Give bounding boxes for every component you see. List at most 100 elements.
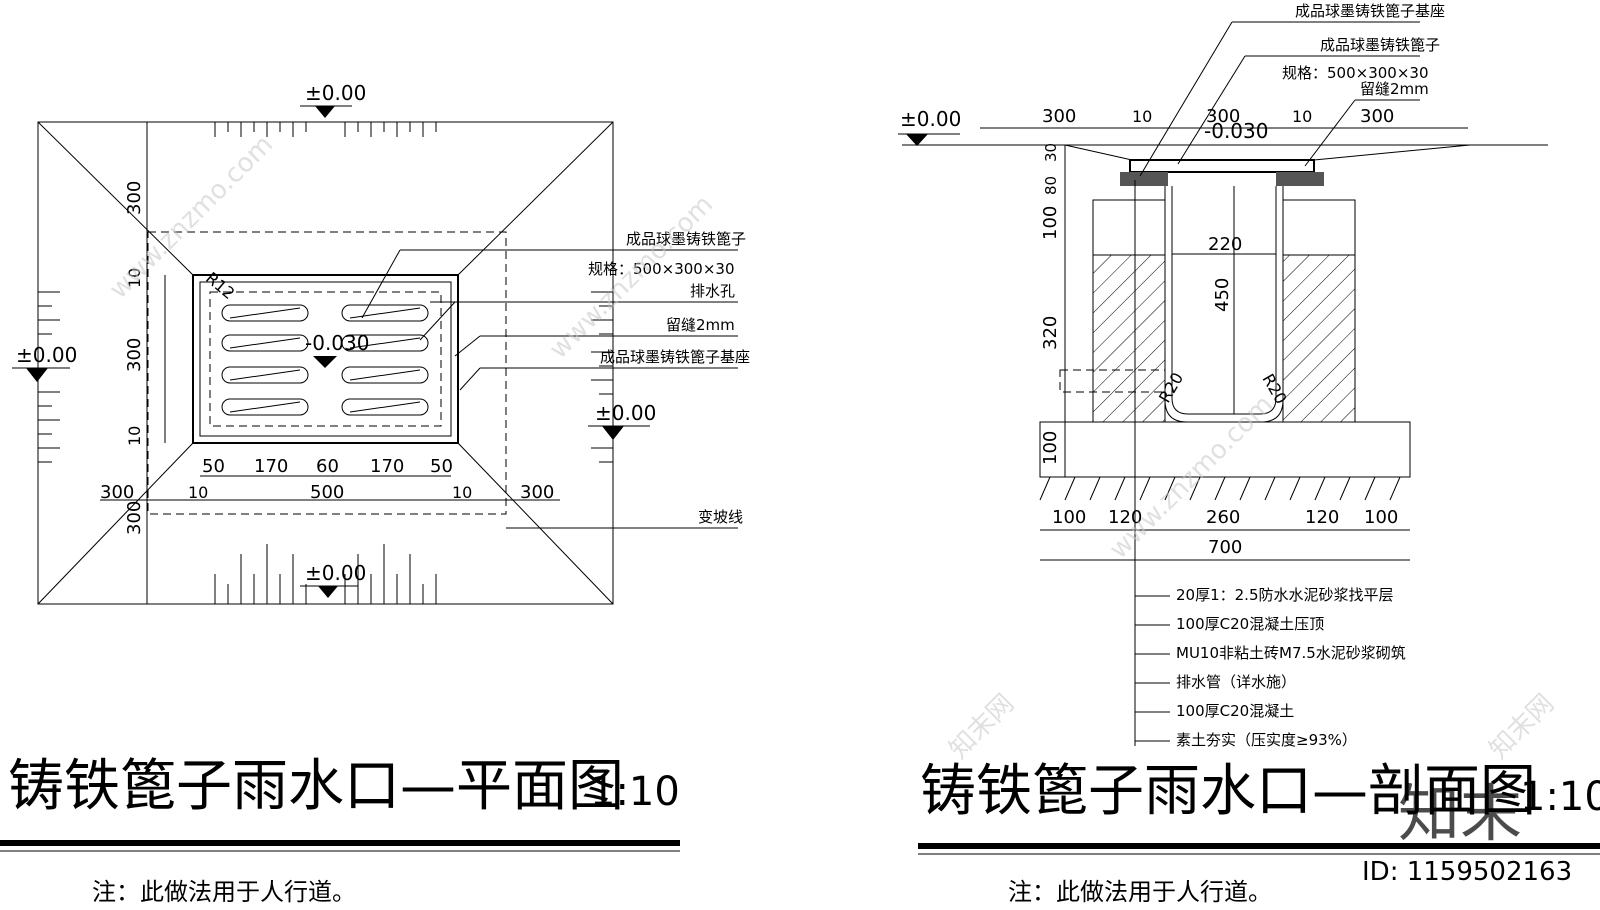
svg-text:30: 30 xyxy=(1042,143,1060,162)
svg-text:知末网: 知末网 xyxy=(944,689,1020,765)
elevation-top-label: ±0.00 xyxy=(305,81,366,105)
plan-title: 铸铁篦子雨水口—平面图 xyxy=(8,754,624,819)
section-scale: 1:10 xyxy=(1520,774,1600,820)
section-top-callouts: 成品球墨铸铁篦子基座 成品球墨铸铁篦子 规格：500×300×30 留缝2mm xyxy=(1139,2,1445,177)
svg-text:80: 80 xyxy=(1042,176,1060,195)
svg-text:120: 120 xyxy=(1108,507,1142,528)
slope-ticks-sides xyxy=(38,291,613,463)
elevation-bottom-label: ±0.00 xyxy=(305,561,366,585)
callout-section-grate: 成品球墨铸铁篦子 xyxy=(1320,36,1440,54)
svg-text:320: 320 xyxy=(1040,316,1061,350)
section-layer-labels: 20厚1：2.5防水水泥砂浆找平层 100厚C20混凝土压顶 MU10非粘土砖M… xyxy=(1135,586,1406,749)
svg-text:100: 100 xyxy=(1040,206,1061,240)
callout-section-base: 成品球墨铸铁篦子基座 xyxy=(1295,2,1445,20)
base-seat-left xyxy=(1120,172,1168,186)
elevation-marker-top: ±0.00 xyxy=(300,81,366,118)
svg-text:300: 300 xyxy=(520,482,554,503)
callout-grate: 成品球墨铸铁篦子 xyxy=(626,230,746,248)
layer-5: 100厚C20混凝土 xyxy=(1176,702,1294,720)
dim-bottom-total: 700 xyxy=(1208,537,1242,558)
plan-dims-row2: 300 10 500 10 300 xyxy=(100,482,554,503)
section-elev-center-label: -0.030 xyxy=(1204,119,1268,143)
svg-text:170: 170 xyxy=(370,456,404,477)
grate-inner-edge xyxy=(209,291,442,427)
dim-left-10-top: 10 xyxy=(125,268,144,288)
slope-ticks-top xyxy=(214,122,437,137)
dim-left-300-top: 300 xyxy=(124,181,145,215)
dim-left-300-mid: 300 xyxy=(124,338,145,372)
elevation-right-label: ±0.00 xyxy=(595,401,656,425)
dim-inner-width: 220 xyxy=(1208,234,1242,255)
slope-ticks-bottom xyxy=(214,544,437,604)
plan-dims-row1: 50 170 60 170 50 xyxy=(202,456,453,477)
svg-text:50: 50 xyxy=(430,456,453,477)
plan-outer-boundary xyxy=(37,121,614,605)
concrete-cap-left xyxy=(1092,199,1166,256)
svg-text:300: 300 xyxy=(100,482,134,503)
watermark-id: ID: 1159502163 xyxy=(1362,857,1572,887)
callout-drain-hole: 排水孔 xyxy=(690,282,735,300)
compacted-soil xyxy=(1039,476,1410,501)
svg-text:300: 300 xyxy=(1042,106,1076,127)
section-title: 铸铁篦子雨水口—剖面图 xyxy=(920,759,1536,824)
elevation-marker-bottom: ±0.00 xyxy=(300,561,366,598)
plan-title-underline xyxy=(0,840,680,846)
elevation-marker-center: -0.030 xyxy=(305,331,369,368)
section-note: 注：此做法用于人行道。 xyxy=(1008,878,1272,906)
section-dims-left: 30 80 100 320 100 xyxy=(1040,143,1061,465)
concrete-cap-right xyxy=(1282,199,1356,256)
dim-inner-depth: 450 xyxy=(1212,278,1233,312)
svg-text:300: 300 xyxy=(1360,106,1394,127)
layer-4: 排水管（详水施） xyxy=(1176,673,1296,691)
section-dims-bottom: 100 120 260 120 100 700 xyxy=(1052,507,1398,558)
layer-6: 素土夯实（压实度≥93%） xyxy=(1176,731,1357,749)
grate-base-frame xyxy=(192,274,459,444)
svg-text:260: 260 xyxy=(1206,507,1240,528)
drain-slots xyxy=(221,304,429,416)
svg-text:300: 300 xyxy=(1206,106,1240,127)
svg-text:50: 50 xyxy=(202,456,225,477)
elevation-left-label: ±0.00 xyxy=(16,343,77,367)
grate-cover xyxy=(199,281,452,437)
base-seat-right xyxy=(1276,172,1324,186)
section-elevation-left: ±0.00 xyxy=(898,107,961,146)
svg-text:120: 120 xyxy=(1305,507,1339,528)
elevation-marker-left: ±0.00 xyxy=(12,343,77,382)
svg-text:500: 500 xyxy=(310,482,344,503)
layer-1: 20厚1：2.5防水水泥砂浆找平层 xyxy=(1176,586,1394,604)
callout-section-spec: 规格：500×300×30 xyxy=(1282,64,1429,82)
svg-text:100: 100 xyxy=(1364,507,1398,528)
slope-change-line xyxy=(147,231,507,515)
section-dims-top: 300 10 300 10 300 xyxy=(1042,106,1394,127)
callout-spec: 规格：500×300×30 xyxy=(588,260,735,278)
elevation-center-label: -0.030 xyxy=(305,331,369,355)
section-title-underline xyxy=(918,843,1600,849)
drain-pipe xyxy=(1059,369,1166,393)
dim-left-300-bot: 300 xyxy=(124,501,145,535)
plan-view: ±0.00 ±0.00 ±0.00 ±0.00 -0.030 R12 300 1… xyxy=(0,81,750,906)
plan-note: 注：此做法用于人行道。 xyxy=(92,878,356,906)
svg-text:60: 60 xyxy=(316,456,339,477)
grate-section xyxy=(1129,159,1315,173)
svg-text:10: 10 xyxy=(188,483,208,502)
callout-gap: 留缝2mm xyxy=(666,316,735,334)
layer-3: MU10非粘土砖M7.5水泥砂浆砌筑 xyxy=(1176,644,1406,662)
svg-text:10: 10 xyxy=(1292,107,1312,126)
callout-section-gap: 留缝2mm xyxy=(1360,80,1429,98)
elevation-marker-right: ±0.00 xyxy=(588,401,656,440)
svg-text:www.znzmo.com: www.znzmo.com xyxy=(104,130,279,305)
svg-text:知末网: 知末网 xyxy=(1484,689,1560,765)
brick-wall-right xyxy=(1282,254,1356,423)
watermark-logo: 知末 xyxy=(1398,777,1522,850)
section-view: ±0.00 -0.030 300 10 300 10 300 成品球墨铸铁篦子基… xyxy=(898,2,1600,906)
plan-scale: 1:10 xyxy=(590,769,680,815)
svg-text:170: 170 xyxy=(254,456,288,477)
dim-left-10-bot: 10 xyxy=(125,426,144,446)
svg-text:10: 10 xyxy=(452,483,472,502)
layer-2: 100厚C20混凝土压顶 xyxy=(1176,615,1324,633)
callout-slope-change: 变坡线 xyxy=(698,508,743,526)
radius-label: R12 xyxy=(202,268,238,303)
callout-base: 成品球墨铸铁篦子基座 xyxy=(600,348,750,366)
svg-text:100: 100 xyxy=(1040,431,1061,465)
